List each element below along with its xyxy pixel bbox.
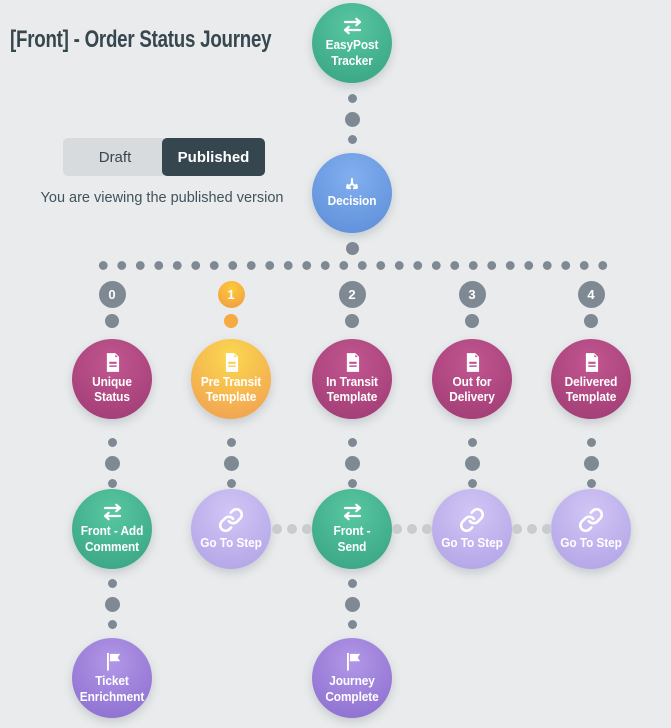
exchange-icon: [103, 503, 121, 521]
link-icon: [218, 507, 244, 532]
node-label: Pre Transit Template: [200, 374, 262, 404]
goto-link-dots: [271, 524, 312, 534]
node-front-add-comment[interactable]: Front - Add Comment: [72, 489, 152, 569]
connector-dots: [344, 579, 360, 629]
link-icon: [459, 507, 485, 532]
node-easypost-tracker[interactable]: EasyPost Tracker: [312, 3, 392, 83]
node-label: Ticket Enrichment: [79, 674, 145, 704]
node-front-send[interactable]: Front - Send: [312, 489, 392, 569]
node-out-for-delivery[interactable]: Out for Delivery: [432, 339, 512, 419]
published-button[interactable]: Published: [162, 138, 265, 176]
node-label: Go To Step: [560, 535, 622, 550]
connector-dots: [583, 438, 599, 488]
node-label: Go To Step: [441, 535, 503, 550]
flag-icon: [106, 653, 120, 671]
connector-dots: [464, 438, 480, 488]
exchange-icon: [343, 17, 361, 35]
page-title: [Front] - Order Status Journey: [10, 26, 272, 53]
node-journey-complete[interactable]: Journey Complete: [312, 638, 392, 718]
node-label: Out for Delivery: [449, 374, 495, 404]
node-label: Unique Status: [92, 374, 132, 404]
connector-dots: [344, 438, 360, 488]
node-unique-status[interactable]: Unique Status: [72, 339, 152, 419]
node-label: Front - Send: [333, 524, 371, 554]
node-delivered-template[interactable]: Delivered Template: [551, 339, 631, 419]
split-arrow-icon: [346, 177, 358, 190]
node-label: Go To Step: [200, 535, 262, 550]
document-icon: [225, 352, 238, 372]
connector-dots: [104, 438, 120, 488]
branch-line-dots: [94, 260, 612, 270]
connector-dot: [345, 314, 359, 328]
node-go-to-step-4[interactable]: Go To Step: [551, 489, 631, 569]
connector-dot: [465, 314, 479, 328]
goto-link-dots: [511, 524, 552, 534]
branch-number-3[interactable]: 3: [458, 281, 486, 308]
node-label: Decision: [327, 193, 377, 208]
version-toggle: Draft Published: [63, 138, 265, 176]
draft-button[interactable]: Draft: [63, 138, 167, 176]
node-label: In Transit Template: [326, 374, 378, 404]
connector-dot: [224, 314, 238, 328]
node-decision[interactable]: Decision: [312, 153, 392, 233]
link-icon: [578, 507, 604, 532]
document-icon: [106, 352, 119, 372]
connector-dots: [104, 579, 120, 629]
connector-dots: [344, 94, 360, 144]
connector-dots: [223, 438, 239, 488]
branch-number-0[interactable]: 0: [98, 281, 126, 308]
connector-dot: [105, 314, 119, 328]
node-label: Journey Complete: [325, 674, 379, 704]
connector-dot: [345, 242, 359, 255]
branch-number-1[interactable]: 1: [217, 281, 245, 308]
node-label: EasyPost Tracker: [325, 38, 379, 68]
flag-icon: [346, 653, 360, 671]
node-pre-transit-template[interactable]: Pre Transit Template: [191, 339, 271, 419]
node-go-to-step-1[interactable]: Go To Step: [191, 489, 271, 569]
branch-number-4[interactable]: 4: [577, 281, 605, 308]
exchange-icon: [343, 503, 361, 521]
connector-dot: [584, 314, 598, 328]
node-in-transit-template[interactable]: In Transit Template: [312, 339, 392, 419]
document-icon: [585, 352, 598, 372]
version-caption: You are viewing the published version: [40, 190, 284, 206]
node-label: Front - Add Comment: [80, 524, 144, 554]
node-label: Delivered Template: [564, 374, 618, 404]
node-go-to-step-3[interactable]: Go To Step: [432, 489, 512, 569]
node-ticket-enrichment[interactable]: Ticket Enrichment: [72, 638, 152, 718]
goto-link-dots: [392, 524, 432, 534]
branch-number-2[interactable]: 2: [338, 281, 366, 308]
document-icon: [466, 352, 479, 372]
document-icon: [346, 352, 359, 372]
